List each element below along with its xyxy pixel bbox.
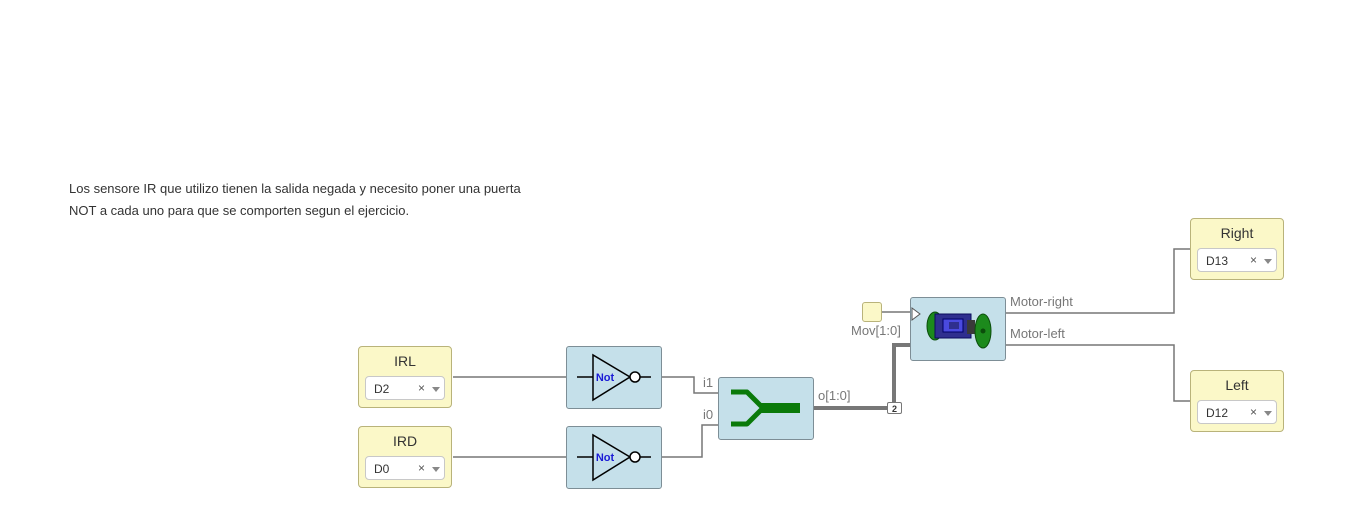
chevron-down-icon[interactable] bbox=[1264, 411, 1272, 416]
not-label-2: Not bbox=[596, 452, 615, 464]
output-block-right[interactable]: Right D13 × bbox=[1190, 218, 1284, 280]
bus-wire-join-to-motor bbox=[813, 343, 911, 410]
comment-note: Los sensore IR que utilizo tienen la sal… bbox=[69, 178, 569, 222]
comment-line-1: Los sensore IR que utilizo tienen la sal… bbox=[69, 181, 521, 196]
clear-icon[interactable]: × bbox=[1250, 253, 1258, 267]
pin-select-irl[interactable]: D2 × bbox=[365, 376, 445, 400]
wire-motor-right bbox=[1005, 248, 1191, 314]
pin-value-ird: D0 bbox=[374, 462, 390, 476]
motor-right-label: Motor-right bbox=[1010, 294, 1073, 309]
clear-icon[interactable]: × bbox=[418, 381, 426, 395]
chevron-down-icon[interactable] bbox=[432, 467, 440, 472]
not-label-1: Not bbox=[596, 372, 615, 384]
motor-block[interactable] bbox=[910, 297, 1006, 361]
pin-select-left[interactable]: D12 × bbox=[1197, 400, 1277, 424]
input-title-irl: IRL bbox=[394, 353, 416, 369]
pin-value-left: D12 bbox=[1206, 406, 1229, 420]
output-block-left[interactable]: Left D12 × bbox=[1190, 370, 1284, 432]
not-gate-icon: Not bbox=[577, 353, 651, 402]
output-title-left: Left bbox=[1225, 377, 1249, 393]
input-block-ird[interactable]: IRD D0 × bbox=[358, 426, 452, 488]
input-title-ird: IRD bbox=[392, 433, 418, 449]
chevron-down-icon[interactable] bbox=[432, 387, 440, 392]
pin-select-right[interactable]: D13 × bbox=[1197, 248, 1277, 272]
not-gate-1[interactable]: Not bbox=[566, 346, 662, 409]
bus-width-badge: 2 bbox=[887, 402, 902, 414]
pin-select-ird[interactable]: D0 × bbox=[365, 456, 445, 480]
mov-constant-block[interactable] bbox=[862, 302, 882, 322]
pin-value-right: D13 bbox=[1206, 254, 1229, 268]
wire-not2-to-i0 bbox=[661, 424, 719, 458]
clear-icon[interactable]: × bbox=[1250, 405, 1258, 419]
join-block[interactable] bbox=[718, 377, 814, 440]
not-gate-icon: Not bbox=[577, 433, 651, 482]
chevron-down-icon[interactable] bbox=[1264, 259, 1272, 264]
not-gate-2[interactable]: Not bbox=[566, 426, 662, 489]
comment-line-2: NOT a cada uno para que se comporten seg… bbox=[69, 203, 410, 218]
join-icon bbox=[731, 389, 800, 427]
clear-icon[interactable]: × bbox=[418, 461, 426, 475]
motor-icon bbox=[911, 307, 992, 349]
motor-input-label: Mov[1:0] bbox=[851, 323, 901, 338]
join-input-label-i0: i0 bbox=[703, 407, 714, 422]
motor-left-label: Motor-left bbox=[1010, 326, 1065, 341]
pin-value-irl: D2 bbox=[374, 382, 390, 396]
join-input-label-i1: i1 bbox=[703, 375, 714, 390]
wire-not1-to-i1 bbox=[661, 376, 719, 394]
wire-motor-left bbox=[1005, 344, 1191, 402]
join-output-label: o[1:0] bbox=[818, 388, 851, 403]
output-title-right: Right bbox=[1220, 225, 1254, 241]
input-block-irl[interactable]: IRL D2 × bbox=[358, 346, 452, 408]
